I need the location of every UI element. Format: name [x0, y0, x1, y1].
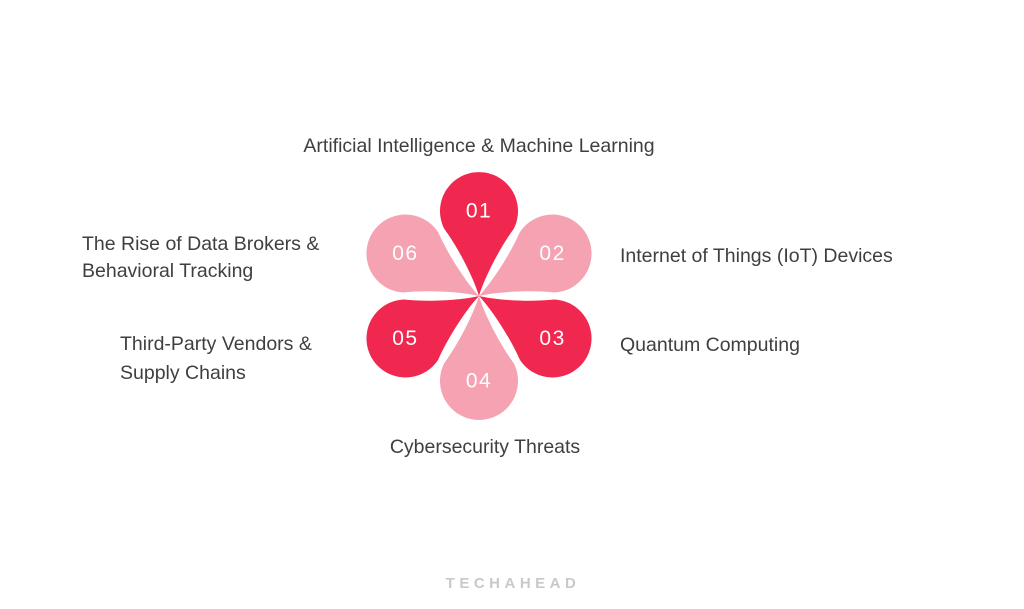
label-cybersecurity-threats: Cybersecurity Threats [390, 433, 580, 461]
label-data-brokers-line2: Behavioral Tracking [82, 260, 254, 282]
label-data-brokers-line1: The Rise of Data Brokers & [82, 233, 320, 255]
petal-06-number: 06 [392, 242, 418, 265]
petal-04: 04 [440, 296, 518, 420]
petal-01-number: 01 [466, 200, 492, 223]
label-ai-ml: Artificial Intelligence & Machine Learni… [303, 132, 654, 160]
petal-01: 01 [440, 172, 518, 296]
techahead-logo: TECHAHEAD [445, 575, 581, 592]
petal-02: 02 [479, 214, 592, 296]
petal-02-number: 02 [539, 242, 565, 265]
label-cybersecurity-threats-line: Cybersecurity Threats [389, 436, 581, 458]
label-third-party-vendors-line1: Third-Party Vendors & [120, 333, 312, 355]
label-quantum-computing: Quantum Computing [620, 331, 800, 359]
label-iot-devices-line: Internet of Things (IoT) Devices [620, 245, 893, 267]
petal-05: 05 [366, 296, 479, 378]
petal-06: 06 [366, 214, 479, 296]
flower-diagram: 01 02 03 04 05 06 [366, 172, 592, 420]
petal-03-number: 03 [539, 327, 565, 350]
label-iot-devices: Internet of Things (IoT) Devices [620, 242, 893, 270]
petal-04-shape [440, 296, 518, 420]
petal-02-shape [479, 214, 592, 296]
label-ai-ml-line: Artificial Intelligence & Machine Learni… [303, 135, 655, 157]
label-data-brokers: The Rise of Data Brokers & Behavioral Tr… [82, 231, 319, 285]
petal-03-shape [479, 296, 592, 378]
petal-01-shape [440, 172, 518, 296]
label-third-party-vendors: Third-Party Vendors & Supply Chains [120, 330, 312, 388]
petal-03: 03 [479, 296, 592, 378]
petal-04-number: 04 [466, 370, 492, 393]
label-quantum-computing-line: Quantum Computing [620, 334, 800, 356]
petal-05-shape [366, 296, 479, 378]
label-third-party-vendors-line2: Supply Chains [120, 362, 246, 384]
petal-06-shape [366, 214, 479, 296]
petal-05-number: 05 [392, 327, 418, 350]
